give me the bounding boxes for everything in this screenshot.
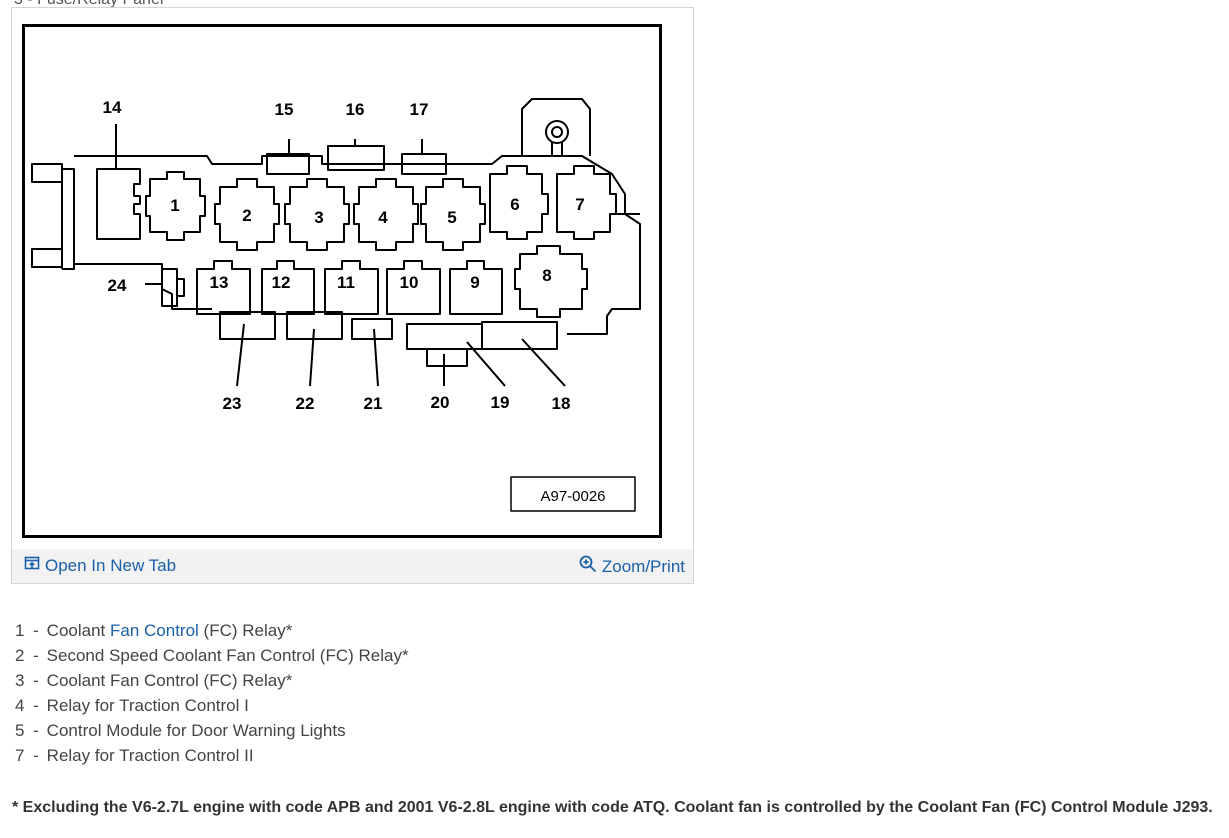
open-in-new-tab-label: Open In New Tab — [45, 555, 177, 575]
callout-22: 22 — [296, 394, 315, 413]
callout-4: 4 — [378, 208, 388, 227]
legend-text: (FC) Relay* — [198, 621, 293, 640]
legend-separator: - — [33, 646, 39, 665]
legend-number: 4 — [15, 696, 25, 715]
legend-item: 4-Relay for Traction Control I — [15, 696, 409, 721]
legend-text: Relay for Traction Control II — [46, 746, 254, 765]
callout-21: 21 — [364, 394, 383, 413]
legend-text: Coolant Fan Control (FC) Relay* — [46, 671, 293, 690]
callout-3: 3 — [314, 208, 323, 227]
callout-2: 2 — [242, 206, 251, 225]
callout-16: 16 — [346, 100, 365, 119]
legend-text: Second Speed Coolant Fan Control (FC) Re… — [46, 646, 409, 665]
callout-1: 1 — [170, 196, 179, 215]
legend-item: 2-Second Speed Coolant Fan Control (FC) … — [15, 646, 409, 671]
legend-item: 5-Control Module for Door Warning Lights — [15, 721, 409, 746]
callout-11: 11 — [337, 273, 355, 292]
callout-13: 13 — [210, 273, 229, 292]
legend-separator: - — [33, 671, 39, 690]
callout-19: 19 — [491, 393, 510, 412]
legend-number: 2 — [15, 646, 25, 665]
legend-number: 7 — [15, 746, 25, 765]
legend-separator: - — [33, 696, 39, 715]
callout-8: 8 — [542, 266, 551, 285]
callout-7: 7 — [575, 195, 584, 214]
open-new-tab-icon — [24, 555, 40, 576]
callout-14: 14 — [103, 98, 122, 117]
callout-23: 23 — [223, 394, 242, 413]
callout-5: 5 — [447, 208, 456, 227]
component-legend: 1-Coolant Fan Control (FC) Relay* 2-Seco… — [15, 621, 409, 771]
figure-footer: Open In New Tab Zoom/Print — [12, 549, 693, 583]
legend-separator: - — [33, 721, 39, 740]
callout-10: 10 — [400, 273, 419, 292]
zoom-print-link[interactable]: Zoom/Print — [579, 555, 685, 578]
zoom-print-label: Zoom/Print — [601, 556, 685, 576]
legend-number: 3 — [15, 671, 25, 690]
callout-15: 15 — [275, 100, 294, 119]
legend-separator: - — [33, 746, 39, 765]
legend-separator: - — [33, 621, 39, 640]
zoom-icon — [579, 555, 597, 578]
figure-caption: 3 - Fuse/Relay Panel — [14, 0, 163, 9]
relay-panel-diagram: 1 2 3 4 5 6 7 8 9 10 11 12 13 14 15 16 1… — [22, 24, 662, 538]
callout-18: 18 — [552, 394, 571, 413]
callout-20: 20 — [431, 393, 450, 412]
figure-id-label: A97-0026 — [540, 488, 605, 505]
callout-24: 24 — [108, 276, 127, 295]
open-in-new-tab-link[interactable]: Open In New Tab — [24, 555, 176, 576]
legend-number: 1 — [15, 621, 25, 640]
callout-17: 17 — [410, 100, 429, 119]
legend-item: 3-Coolant Fan Control (FC) Relay* — [15, 671, 409, 696]
legend-text: Relay for Traction Control I — [46, 696, 249, 715]
legend-text: Control Module for Door Warning Lights — [46, 721, 346, 740]
legend-text: Coolant — [46, 621, 110, 640]
footnote: * Excluding the V6-2.7L engine with code… — [12, 799, 1213, 816]
callout-6: 6 — [510, 195, 519, 214]
relay-panel-drawing: 1 2 3 4 5 6 7 8 9 10 11 12 13 14 15 16 1… — [31, 98, 641, 512]
legend-item: 7-Relay for Traction Control II — [15, 746, 409, 771]
fan-control-link[interactable]: Fan Control — [110, 621, 199, 640]
legend-item: 1-Coolant Fan Control (FC) Relay* — [15, 621, 409, 646]
callout-12: 12 — [272, 273, 291, 292]
callout-9: 9 — [470, 273, 479, 292]
legend-number: 5 — [15, 721, 25, 740]
